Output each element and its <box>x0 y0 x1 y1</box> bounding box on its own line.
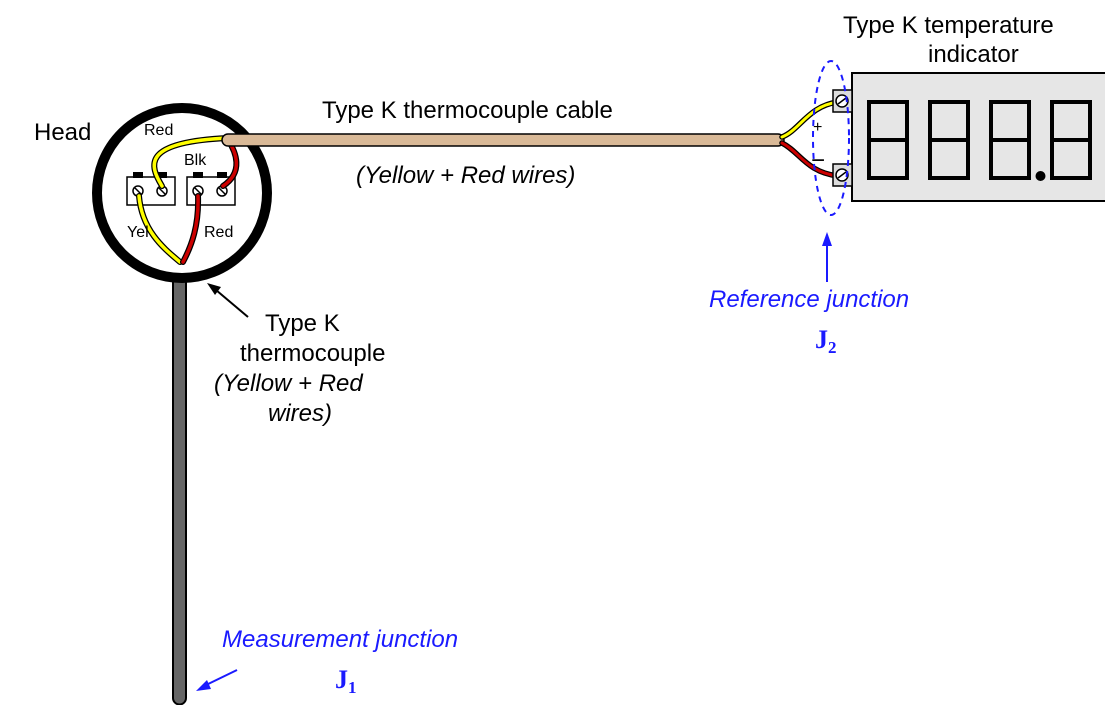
reference-junction-symbol: J2 <box>815 325 837 357</box>
indicator-yellow-wire <box>780 100 840 139</box>
left-terminal-block <box>126 172 176 206</box>
probe-sheath <box>174 262 185 704</box>
cable-wires-label: (Yellow + Red wires) <box>356 162 575 189</box>
reference-junction-arrow <box>822 232 832 282</box>
terminal-label-blk: Blk <box>184 152 207 169</box>
right-terminal-block <box>186 172 236 206</box>
tc-label-line4: wires) <box>268 400 332 427</box>
indicator-wiring <box>779 99 841 179</box>
reference-junction-label: Reference junction <box>709 286 909 313</box>
tc-label-line3: (Yellow + Red <box>214 370 363 397</box>
tc-red-wire <box>181 194 200 264</box>
cable-title-label: Type K thermocouple cable <box>322 97 613 124</box>
thermocouple-probe <box>172 262 187 705</box>
measurement-junction-arrow <box>196 669 238 691</box>
connection-head <box>92 103 272 283</box>
plus-sign: + <box>813 119 822 136</box>
indicator-title-line1: Type K temperature <box>843 12 1054 39</box>
decimal-point <box>1035 171 1046 181</box>
ext-yellow-wire <box>152 136 230 188</box>
measurement-junction-label: Measurement junction <box>222 626 458 653</box>
tc-label-line1: Type K <box>265 310 340 337</box>
seven-segment-display <box>867 100 1092 180</box>
temperature-indicator <box>832 72 1105 202</box>
display-digit <box>989 100 1031 180</box>
terminal-label-red-top: Red <box>144 122 173 139</box>
display-digit <box>867 100 909 180</box>
tc-yellow-wire <box>137 194 182 264</box>
display-digit <box>1050 100 1092 180</box>
minus-sign: − <box>811 147 825 174</box>
tc-label-line2: thermocouple <box>240 340 385 367</box>
terminal-label-red-bottom: Red <box>204 224 233 241</box>
measurement-junction-symbol: J1 <box>335 665 357 697</box>
indicator-title-line2: indicator <box>928 41 1019 68</box>
thermocouple-pointer-arrow <box>207 283 249 318</box>
head-label: Head <box>34 119 91 146</box>
reference-junction-marker <box>812 60 850 216</box>
indicator-red-wire <box>780 141 840 178</box>
terminal-label-yel: Yel <box>127 224 149 241</box>
thermocouple-cable <box>221 133 785 147</box>
display-digit <box>928 100 970 180</box>
